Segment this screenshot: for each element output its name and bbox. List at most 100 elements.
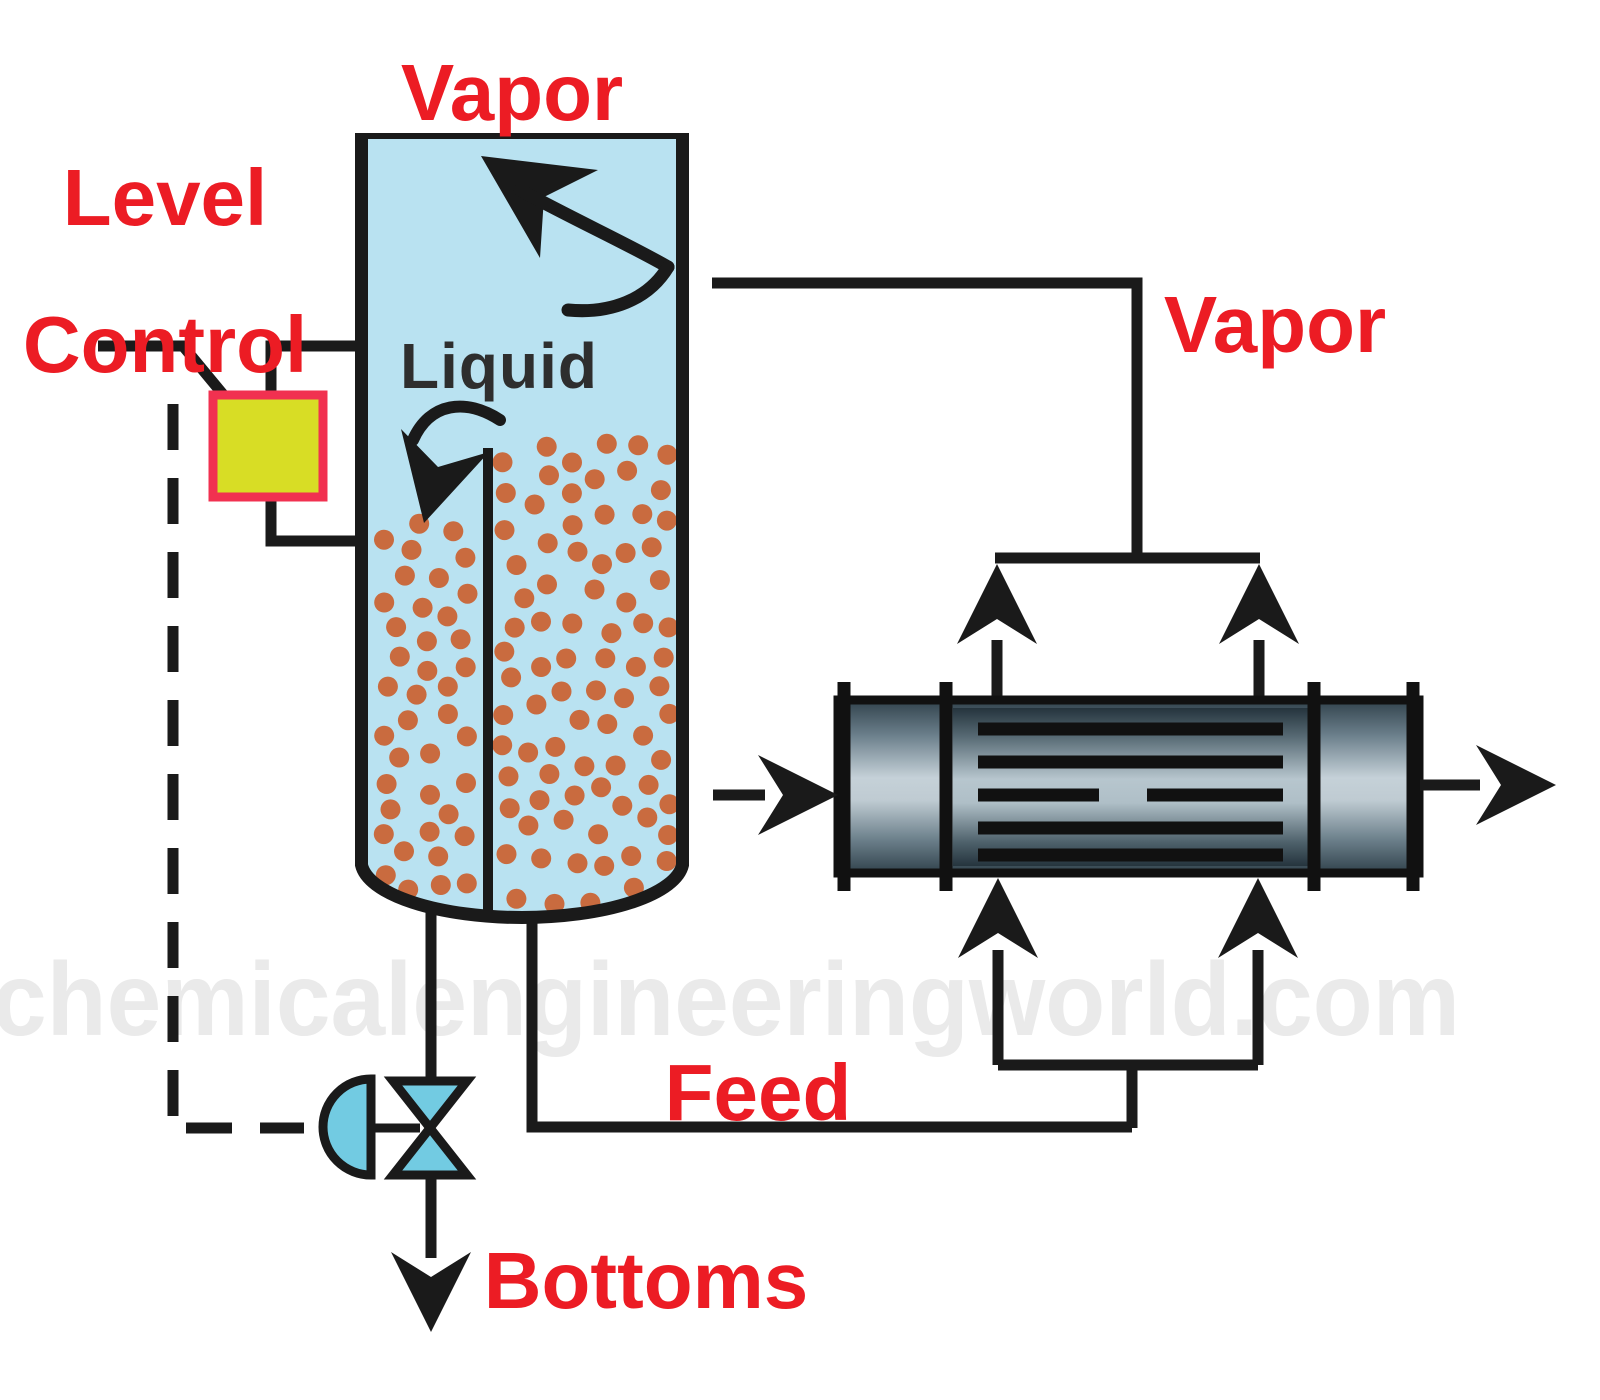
label-feed: Feed xyxy=(665,1048,852,1137)
bubble-dot xyxy=(574,756,595,777)
bubble-dot xyxy=(594,504,615,525)
heat-exchanger xyxy=(713,682,1556,891)
label-level: Level xyxy=(63,153,268,242)
label-bottoms: Bottoms xyxy=(484,1236,808,1325)
bubble-dot xyxy=(437,676,458,697)
bubble-dot xyxy=(539,764,560,784)
bubble-dot xyxy=(567,853,588,874)
bubble-dot xyxy=(496,844,517,865)
control-valve[interactable] xyxy=(318,1074,477,1180)
label-vapor-top: Vapor xyxy=(401,48,623,137)
bubble-dot xyxy=(615,543,636,563)
bubble-dot xyxy=(455,657,476,678)
level-controller xyxy=(98,340,368,547)
bubble-dot xyxy=(524,494,545,515)
bubble-dot xyxy=(504,617,525,638)
bubble-dot xyxy=(529,790,550,811)
bubble-dot xyxy=(443,521,464,542)
bubble-dot xyxy=(625,656,646,677)
heating-medium-outlet xyxy=(1420,745,1556,825)
bubble-dot xyxy=(428,846,449,867)
bubble-dot xyxy=(526,694,547,715)
liquid-arrow-icon xyxy=(401,400,506,523)
controller-tap-line xyxy=(98,340,231,402)
bubble-dot xyxy=(389,747,410,768)
bubble-dot xyxy=(605,755,626,776)
bubble-dot xyxy=(621,846,642,866)
bubble-dot xyxy=(531,657,552,677)
label-liquid: Liquid xyxy=(400,330,598,402)
bubble-dot xyxy=(492,735,513,756)
vapor-arrow-icon xyxy=(481,156,675,318)
bubble-dot xyxy=(438,804,459,825)
vessel-walls xyxy=(355,133,689,925)
bubble-dot xyxy=(428,568,449,588)
bubble-dot xyxy=(401,539,422,560)
vessel xyxy=(355,133,689,925)
vapor-up-arrow-icon xyxy=(1219,564,1299,644)
bubble-dot xyxy=(499,798,520,819)
bubble-dot xyxy=(495,483,516,503)
bubble-dot xyxy=(430,875,451,895)
bubble-dot xyxy=(551,681,572,702)
feed-pipe-run xyxy=(526,895,1264,1133)
bubble-dot xyxy=(420,743,441,764)
bubble-dot xyxy=(561,483,582,504)
flange-bars xyxy=(837,682,1420,891)
bubble-dot xyxy=(416,631,437,652)
bubble-dot xyxy=(518,815,539,836)
bubble-dot xyxy=(419,821,440,842)
bubble-dot xyxy=(612,795,633,816)
heating-medium-inlet xyxy=(713,755,838,835)
vapor-pipe-run xyxy=(712,277,1260,564)
bubble-dot xyxy=(594,855,615,876)
bubble-dot xyxy=(456,873,477,894)
bubble-dot xyxy=(595,648,616,669)
bubble-dot xyxy=(637,807,658,828)
bubble-dot xyxy=(588,824,609,845)
valve-body-lower xyxy=(383,1120,477,1180)
actuator-icon xyxy=(318,1074,376,1180)
bubble-dot xyxy=(556,648,577,669)
bubble-dot xyxy=(657,444,678,465)
valve-body-upper xyxy=(383,1076,477,1136)
bubble-dot xyxy=(641,537,662,558)
bubble-dot xyxy=(650,480,671,501)
bubble-dot xyxy=(658,617,679,638)
bubble-dot xyxy=(374,725,395,746)
bubble-dot xyxy=(633,725,654,746)
bubble-dot xyxy=(614,688,634,709)
bubble-dot xyxy=(437,606,458,627)
bubble-dot xyxy=(531,611,551,632)
bubble-dot xyxy=(386,617,407,638)
bubble-dot xyxy=(633,613,654,634)
bubble-dot xyxy=(537,533,558,554)
bubble-dot xyxy=(373,824,394,845)
bubble-dot xyxy=(564,785,585,806)
bubble-dot xyxy=(562,613,583,634)
bubble-dot xyxy=(601,623,622,644)
bubble-dot xyxy=(456,773,476,793)
bubble-dot xyxy=(596,433,617,454)
bubble-dot xyxy=(553,809,574,830)
bubble-dot xyxy=(562,515,583,536)
bubble-dot xyxy=(659,794,680,815)
bubble-dot xyxy=(437,704,458,724)
bubble-dot xyxy=(562,452,582,473)
bubble-dot xyxy=(531,848,552,869)
outlet-arrow-icon xyxy=(1476,745,1556,825)
bubble-dot xyxy=(638,774,659,795)
bubble-dot xyxy=(450,629,471,650)
bubble-dot xyxy=(494,641,515,662)
bubble-dot xyxy=(653,647,674,668)
bubble-dot xyxy=(394,841,414,862)
bubble-dot xyxy=(592,554,612,575)
bubble-dot xyxy=(456,726,477,747)
bubble-dot xyxy=(514,588,535,609)
bubble-dot xyxy=(584,579,605,600)
bubble-dot xyxy=(420,784,440,805)
bubble-dot xyxy=(628,435,649,456)
level-controller-box xyxy=(208,390,328,502)
bubble-dot xyxy=(417,660,438,681)
